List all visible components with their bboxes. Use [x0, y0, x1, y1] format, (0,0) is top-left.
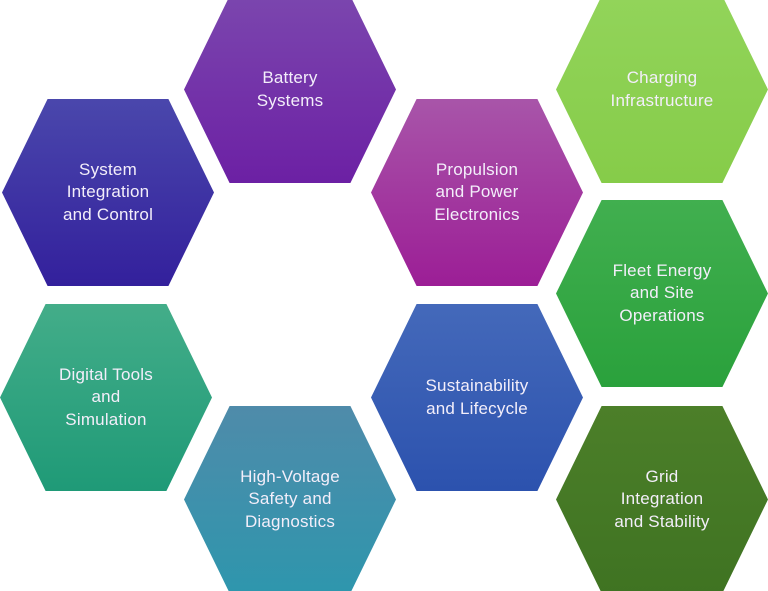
hex-label-fleet-energy: Fleet Energy and Site Operations [612, 261, 712, 325]
hex-label-sustainability: Sustainability and Lifecycle [425, 376, 529, 418]
hex-sustainability: Sustainability and Lifecycle [371, 304, 583, 491]
hex-propulsion-power: Propulsion and Power Electronics [371, 99, 583, 286]
hex-label-grid-integration: Grid Integration and Stability [614, 467, 710, 531]
hex-digital-tools: Digital Tools and Simulation [0, 304, 212, 491]
hex-label-digital-tools: Digital Tools and Simulation [59, 365, 153, 429]
hex-grid-integration: Grid Integration and Stability [556, 406, 768, 591]
hex-fleet-energy: Fleet Energy and Site Operations [556, 200, 768, 387]
hex-battery-systems: Battery Systems [184, 0, 396, 183]
hex-charging-infrastructure: Charging Infrastructure [556, 0, 768, 183]
hex-high-voltage-safety: High-Voltage Safety and Diagnostics [184, 406, 396, 591]
hex-system-integration: System Integration and Control [2, 99, 214, 286]
hex-label-battery-systems: Battery Systems [256, 68, 324, 110]
hex-label-propulsion-power: Propulsion and Power Electronics [434, 160, 520, 224]
hex-label-charging-infrastructure: Charging Infrastructure [610, 68, 714, 110]
hex-label-system-integration: System Integration and Control [62, 160, 154, 224]
hex-label-high-voltage-safety: High-Voltage Safety and Diagnostics [240, 467, 340, 531]
